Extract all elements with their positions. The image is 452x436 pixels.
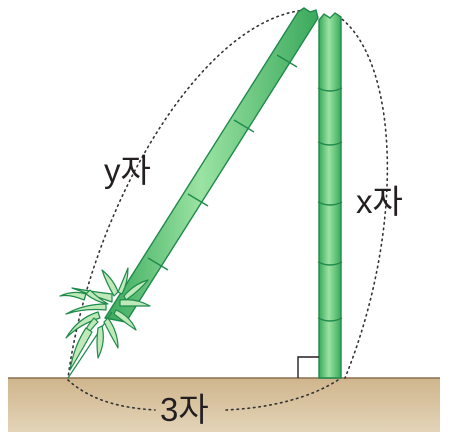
- base-dotted-arc-left: [67, 379, 156, 411]
- height-dotted-arc: [337, 15, 389, 379]
- right-angle-icon: [297, 356, 319, 378]
- base-label: 3자: [160, 391, 209, 428]
- hypotenuse-label: y자: [104, 152, 151, 189]
- upright-bamboo-stem: [317, 12, 343, 379]
- base-dotted-arc-right: [225, 379, 339, 411]
- bamboo-leaves: [59, 267, 151, 379]
- ground: [8, 378, 440, 432]
- height-label: x자: [356, 183, 403, 220]
- broken-bamboo-stem: [104, 7, 319, 323]
